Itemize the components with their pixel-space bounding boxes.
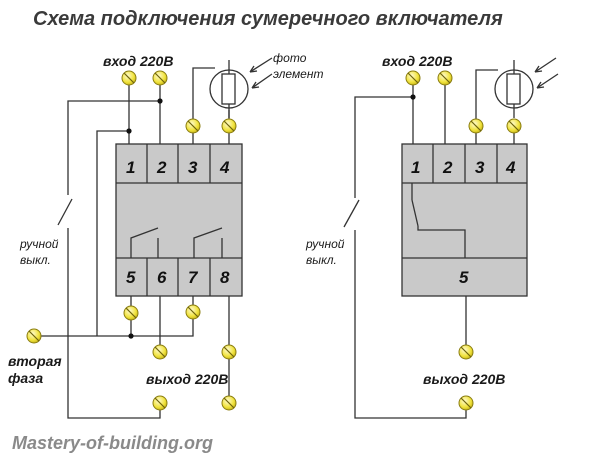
left-second-phase-label-2: фаза	[8, 370, 43, 386]
right-manual-switch-label-1: ручной	[305, 237, 345, 251]
left-input-label: вход 220В	[103, 53, 173, 69]
right-terminal-1: 1	[411, 158, 420, 177]
right-output-label: выход 220В	[423, 371, 505, 387]
right-light-arrow-2	[536, 73, 559, 89]
left-photo-label-2: элемент	[273, 67, 323, 81]
left-manual-switch-label-2: выкл.	[20, 253, 51, 267]
right-terminal-5: 5	[459, 268, 469, 287]
left-relay-contact-1	[130, 227, 159, 258]
watermark: Mastery-of-building.org	[12, 433, 213, 453]
left-terminal-2: 2	[156, 158, 167, 177]
left-terminal-7: 7	[188, 268, 199, 287]
left-output-terminal-d	[221, 395, 237, 411]
right-output-terminal-b	[458, 395, 474, 411]
left-manual-switch-label-1: ручной	[19, 237, 59, 251]
left-terminal-3: 3	[188, 158, 198, 177]
right-terminal-2: 2	[442, 158, 453, 177]
right-scheme: 1 2 3 4 5 вход 220В ручной	[305, 53, 559, 419]
left-input-terminal-a	[121, 70, 137, 86]
left-second-phase-terminal	[26, 328, 42, 344]
right-light-arrow-1	[534, 57, 557, 73]
right-output-terminal-a	[458, 344, 474, 360]
left-output-terminal-a	[152, 344, 168, 360]
left-relay-contact-2	[193, 227, 223, 258]
right-photo-terminal-a	[468, 118, 484, 134]
left-photo-terminal-b	[221, 118, 237, 134]
left-terminal-8: 8	[220, 268, 230, 287]
left-second-phase-label-1: вторая	[8, 353, 62, 369]
right-manual-switch	[343, 199, 360, 228]
left-terminal-6: 6	[157, 268, 167, 287]
right-relay-contact	[411, 183, 466, 258]
left-terminal-1: 1	[126, 158, 135, 177]
diagram-title: Схема подключения сумеречного включателя	[33, 8, 503, 30]
right-input-terminal-a	[405, 70, 421, 86]
right-photo-terminal-b	[506, 118, 522, 134]
left-light-arrow-2	[251, 73, 273, 89]
left-terminal-4: 4	[219, 158, 230, 177]
left-manual-switch	[57, 198, 73, 226]
left-output-terminal-c	[152, 395, 168, 411]
right-terminal-3: 3	[475, 158, 485, 177]
left-terminal-5: 5	[126, 268, 136, 287]
left-output-label: выход 220В	[146, 371, 228, 387]
left-input-terminal-b	[152, 70, 168, 86]
right-input-terminal-b	[437, 70, 453, 86]
right-manual-switch-label-2: выкл.	[306, 253, 337, 267]
left-photo-label-1: фото	[273, 51, 307, 65]
left-terminal-5-screw	[123, 305, 139, 321]
left-light-arrow-1	[249, 57, 273, 73]
right-terminal-4: 4	[505, 158, 516, 177]
left-scheme: 1 2 3 4 5 6 7 8	[8, 51, 323, 419]
left-terminal-7-screw	[185, 304, 201, 320]
left-photo-terminal-a	[185, 118, 201, 134]
left-relay-body	[115, 143, 243, 297]
left-output-terminal-b	[221, 344, 237, 360]
right-input-label: вход 220В	[382, 53, 452, 69]
